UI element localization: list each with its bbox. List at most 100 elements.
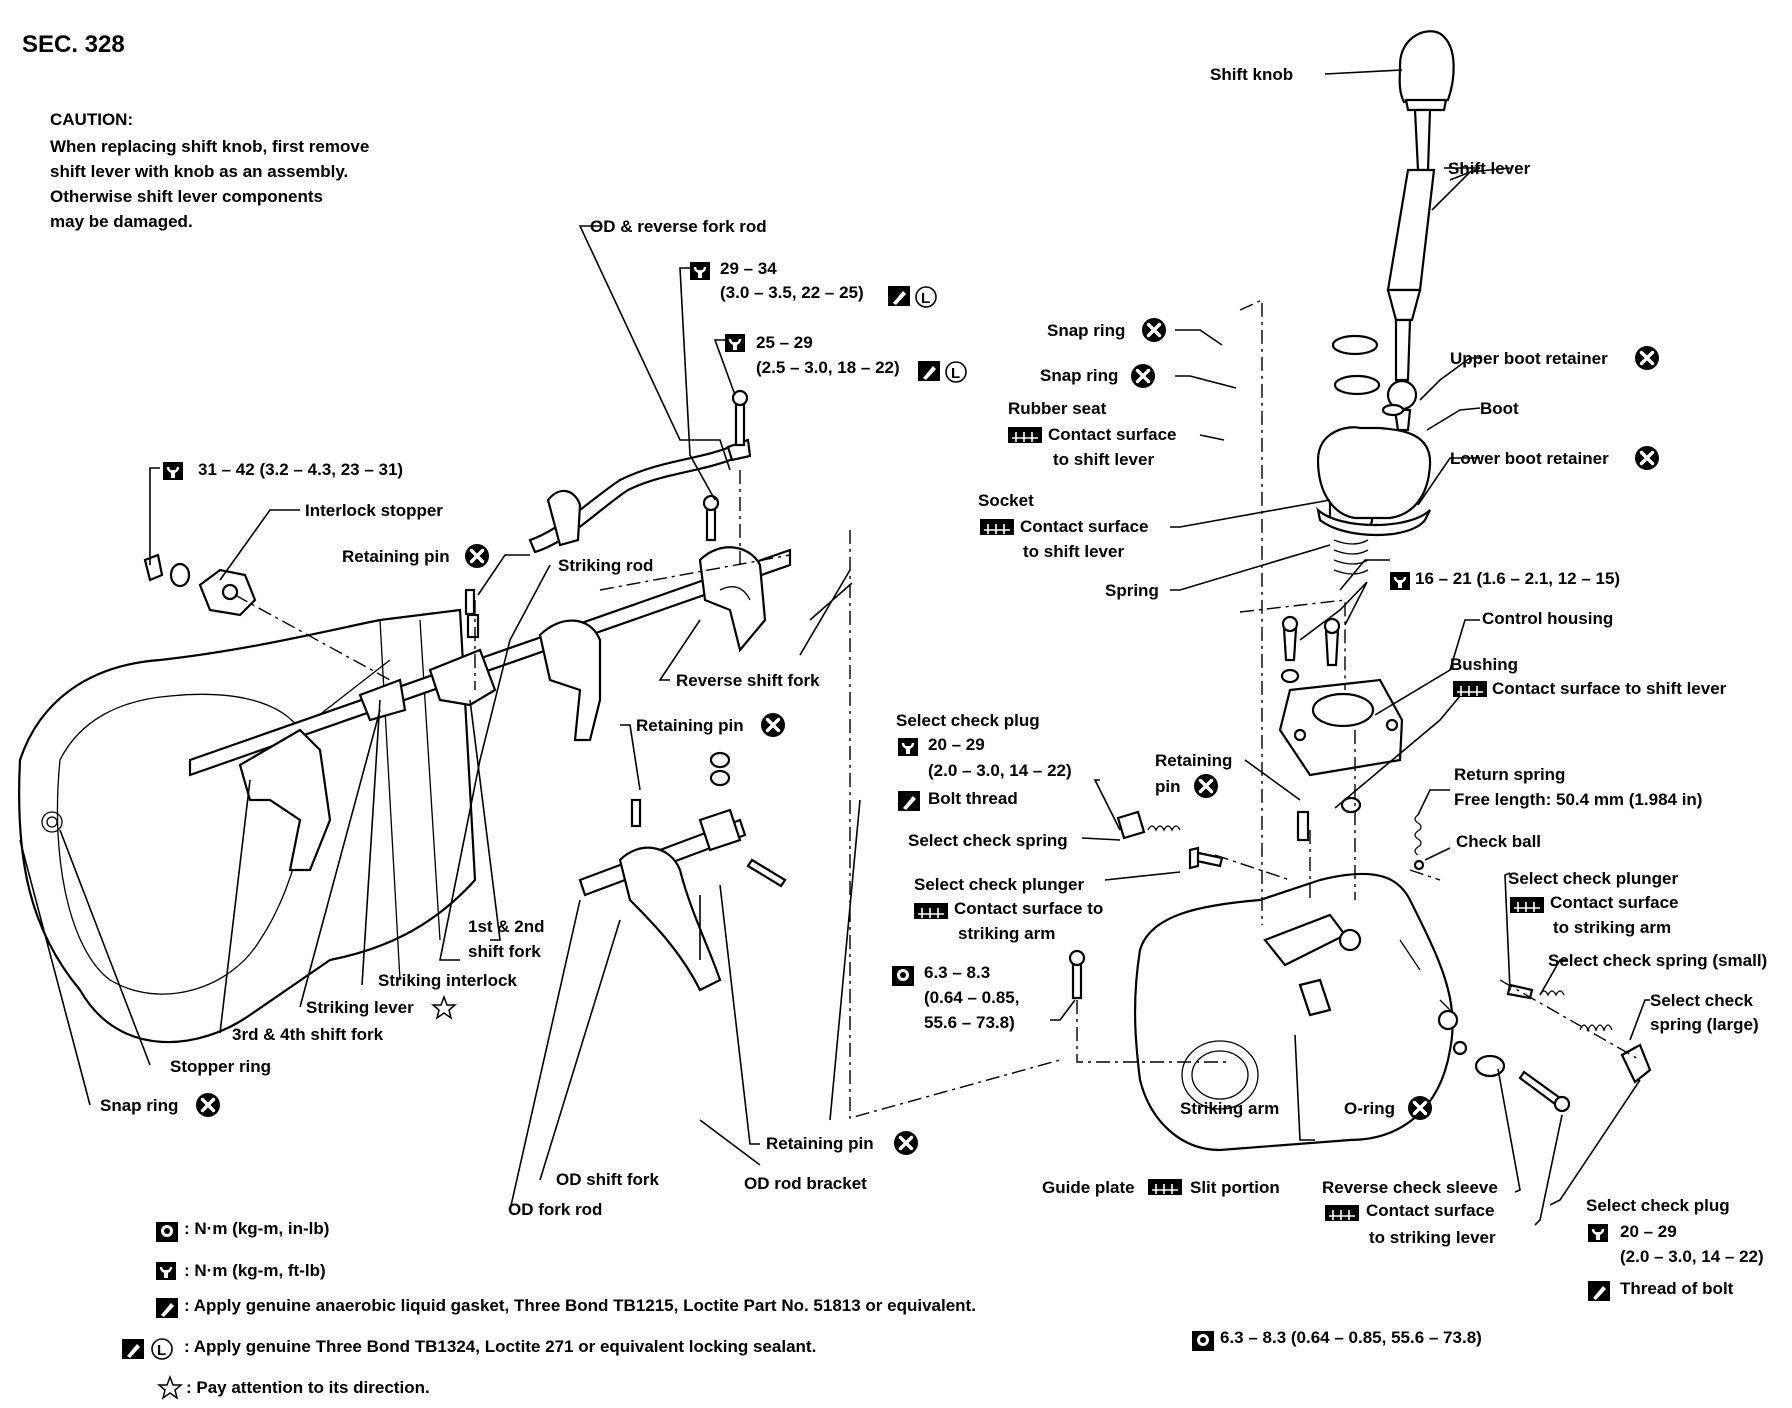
label-rcs-contact-b: to striking lever xyxy=(1369,1228,1496,1247)
caution-line-2: shift lever with knob as an assembly. xyxy=(50,162,348,181)
assembly-centerlines xyxy=(234,298,1641,1119)
replace-icon xyxy=(892,1129,920,1157)
replace-icon xyxy=(463,542,491,570)
label-torque-20-29-c: 20 – 29 xyxy=(1620,1222,1677,1241)
torque-ftlb-icon xyxy=(154,1260,178,1282)
label-return-spring: Return spring xyxy=(1454,765,1565,784)
replace-icon xyxy=(1633,344,1661,372)
transmission-rear-case xyxy=(1133,872,1468,1152)
retaining-pin-1 xyxy=(464,588,476,616)
label-rubber-seat: Rubber seat xyxy=(1008,399,1107,418)
torque-icon xyxy=(161,460,185,482)
label-to-shift-lever-2: to shift lever xyxy=(1023,542,1124,561)
interlock-stopper-parts xyxy=(143,553,257,617)
label-select-check-spring-large-a: Select check xyxy=(1650,991,1754,1010)
label-select-check-spring-small: Select check spring (small) xyxy=(1548,951,1767,970)
label-boot: Boot xyxy=(1480,399,1519,418)
locking-sealant-icon xyxy=(888,286,910,306)
label-lower-boot-retainer: Lower boot retainer xyxy=(1450,449,1609,468)
torque-icon xyxy=(688,260,712,282)
label-od-shift-fork: OD shift fork xyxy=(556,1170,659,1189)
torque-icon xyxy=(1586,1222,1610,1244)
retaining-pin-3 xyxy=(1296,810,1310,842)
label-torque-29-34-a: 29 – 34 xyxy=(720,259,777,278)
replace-icon xyxy=(194,1091,222,1119)
label-torque-63-83-b: (0.64 – 0.85, xyxy=(924,988,1019,1007)
label-select-check-plunger-1: Select check plunger xyxy=(914,875,1084,894)
label-retaining-pin-4: Retaining pin xyxy=(766,1134,874,1153)
label-thread-of-bolt: Thread of bolt xyxy=(1620,1279,1734,1298)
shift-lever-assembly xyxy=(1316,30,1455,575)
label-torque-25-29-b: (2.5 – 3.0, 18 – 22) xyxy=(756,358,900,377)
label-bushing: Bushing xyxy=(1450,655,1518,674)
legend-torque-ftlb: : N·m (kg-m, ft-lb) xyxy=(184,1261,326,1280)
locking-sealant-l-icon xyxy=(151,1338,173,1360)
legend-direction: : Pay attention to its direction. xyxy=(186,1378,430,1397)
label-to-shift-lever-1: to shift lever xyxy=(1053,450,1154,469)
caution-title: CAUTION: xyxy=(50,110,133,129)
label-torque-63-83-a: 6.3 – 8.3 xyxy=(924,963,990,982)
label-striking-rod: Striking rod xyxy=(558,556,653,575)
torque-icon xyxy=(723,332,747,354)
striking-rod-assembly xyxy=(188,546,792,872)
label-socket: Socket xyxy=(978,491,1034,510)
label-o-ring: O-ring xyxy=(1344,1099,1395,1118)
locking-sealant-icon xyxy=(122,1339,144,1359)
label-torque-20-29-d: (2.0 – 3.0, 14 – 22) xyxy=(1620,1247,1764,1266)
label-slit-portion: Slit portion xyxy=(1190,1178,1280,1197)
label-select-check-spring: Select check spring xyxy=(908,831,1068,850)
label-contact-striking-arm-1b: striking arm xyxy=(958,924,1055,943)
control-housing xyxy=(1278,615,1404,814)
grease-icon xyxy=(1509,896,1545,914)
legend: : N·m (kg-m, in-lb) : N·m (kg-m, ft-lb) … xyxy=(122,1219,976,1399)
label-retaining-pin-3b: pin xyxy=(1155,777,1181,796)
label-free-length: Free length: 50.4 mm (1.984 in) xyxy=(1454,790,1702,809)
label-snap-ring-2: Snap ring xyxy=(1040,366,1118,385)
grease-icon xyxy=(913,902,949,920)
label-retaining-pin-1: Retaining pin xyxy=(342,547,450,566)
label-contact-surface-1: Contact surface xyxy=(1048,425,1176,444)
label-spring: Spring xyxy=(1105,581,1159,600)
label-contact-striking-arm-2a: Contact surface xyxy=(1550,893,1678,912)
label-torque-29-34-b: (3.0 – 3.5, 22 – 25) xyxy=(720,283,864,302)
torque-icon xyxy=(1388,570,1412,592)
od-shift-fork-assembly xyxy=(578,751,787,992)
direction-star-icon xyxy=(158,1376,182,1399)
bolt-center xyxy=(1068,949,1086,1000)
liquid-gasket-icon xyxy=(898,791,920,811)
label-striking-interlock: Striking interlock xyxy=(378,971,517,990)
label-upper-boot-retainer: Upper boot retainer xyxy=(1450,349,1608,368)
grease-icon xyxy=(1147,1178,1183,1196)
replace-icon xyxy=(1129,362,1157,390)
label-torque-63-83-c: 55.6 – 73.8) xyxy=(924,1013,1015,1032)
label-contact-surface-2: Contact surface xyxy=(1020,517,1148,536)
label-control-housing: Control housing xyxy=(1482,609,1613,628)
label-retaining-pin-2: Retaining pin xyxy=(636,716,744,735)
locking-sealant-icon xyxy=(918,361,940,381)
replace-icon xyxy=(1140,316,1168,344)
torque-inlb-icon xyxy=(892,966,914,986)
label-torque-20-29-a: 20 – 29 xyxy=(928,735,985,754)
label-contact-striking-arm-2b: to striking arm xyxy=(1553,918,1671,937)
locking-sealant-l-icon xyxy=(915,286,937,308)
label-rcs-contact-a: Contact surface xyxy=(1366,1201,1494,1220)
section-number: SEC. 328 xyxy=(22,31,125,58)
grease-icon xyxy=(1324,1204,1360,1222)
liquid-gasket-icon xyxy=(156,1298,178,1318)
od-reverse-fork-rod xyxy=(528,389,752,554)
torque-inlb-icon xyxy=(1192,1331,1214,1351)
label-torque-16-21: 16 – 21 (1.6 – 2.1, 12 – 15) xyxy=(1415,569,1620,588)
label-bolt-thread: Bolt thread xyxy=(928,789,1018,808)
label-check-ball: Check ball xyxy=(1456,832,1541,851)
grease-icon xyxy=(1007,426,1043,444)
caution-line-3: Otherwise shift lever components xyxy=(50,187,323,206)
label-guide-plate: Guide plate xyxy=(1042,1178,1135,1197)
replace-icon xyxy=(1192,772,1220,800)
label-torque-63-83-full: 6.3 – 8.3 (0.64 – 0.85, 55.6 – 73.8) xyxy=(1220,1328,1482,1347)
label-striking-lever: Striking lever xyxy=(306,998,414,1017)
torque-icon xyxy=(896,736,920,758)
label-torque-20-29-b: (2.0 – 3.0, 14 – 22) xyxy=(928,761,1072,780)
legend-locking-sealant: : Apply genuine Three Bond TB1324, Locti… xyxy=(184,1337,816,1356)
torque-inlb-icon xyxy=(156,1222,178,1242)
